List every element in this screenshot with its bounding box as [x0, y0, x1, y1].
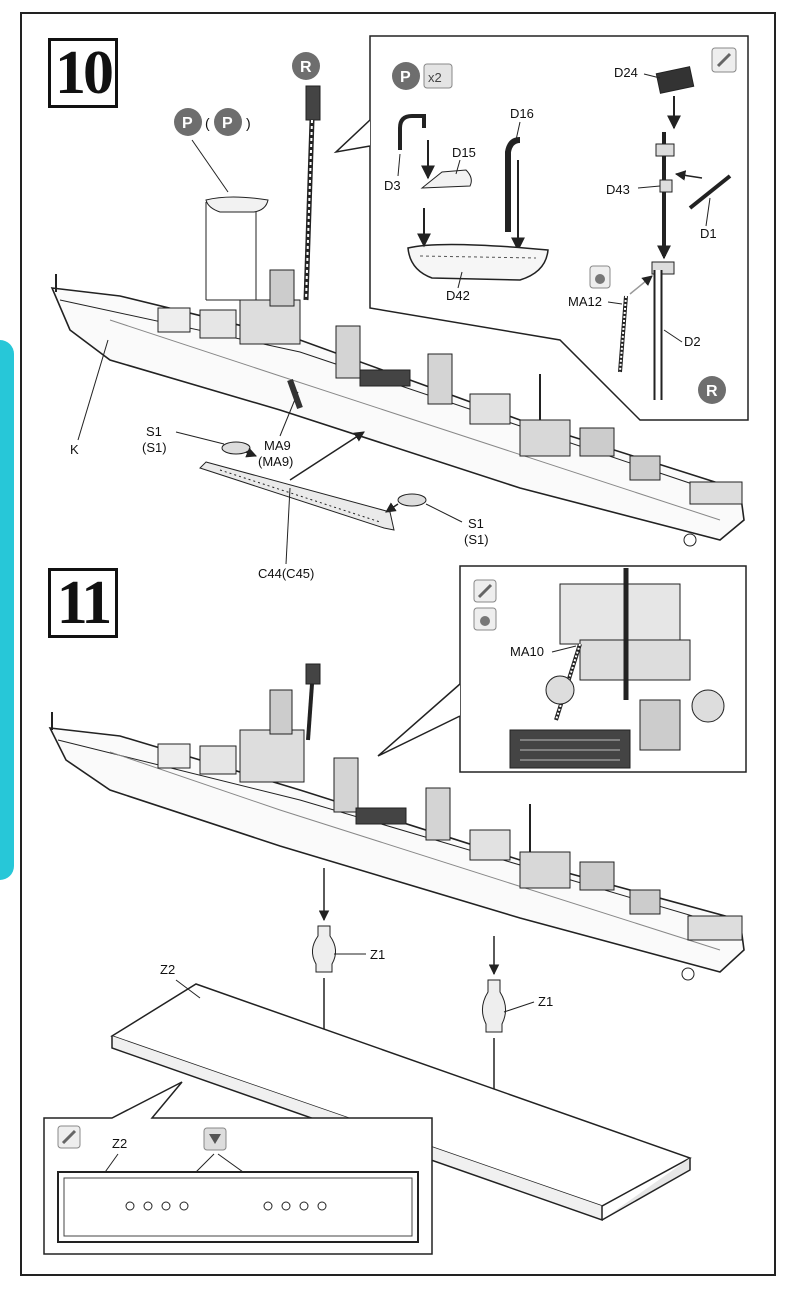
- stand-pedestal-z1-right: [482, 979, 506, 1033]
- paint-badge-icon: P: [392, 62, 420, 90]
- cyan-edge-tab: [0, 340, 14, 880]
- svg-text:R: R: [706, 383, 718, 400]
- ship-mast-step10: [303, 85, 321, 301]
- glue-icon: [589, 265, 611, 289]
- r-badge-icon-top: R: [292, 52, 320, 80]
- radar-part-d24: [655, 66, 695, 94]
- label-d3: D3: [384, 178, 401, 193]
- label-z1-right: Z1: [538, 994, 553, 1009]
- step10-inset-pointer: [333, 119, 371, 154]
- step-10-number: 10: [55, 39, 114, 107]
- keel-part-c44: [199, 461, 395, 531]
- step-10-number-box: 10: [48, 38, 118, 108]
- label-c44: C44(C45): [258, 566, 314, 581]
- mounting-holes: [125, 1201, 327, 1211]
- svg-text:x2: x2: [428, 70, 442, 85]
- base-inset-paint-brush-icon: [57, 1125, 81, 1149]
- label-d42: D42: [446, 288, 470, 303]
- inset-paint-brush-icon: [473, 579, 497, 603]
- svg-text:R: R: [300, 59, 312, 76]
- page-frame: [20, 12, 776, 1276]
- label-d1: D1: [700, 226, 717, 241]
- decal-icon: [203, 1127, 227, 1151]
- label-s1-left: S1: [146, 424, 162, 439]
- label-d16: D16: [510, 106, 534, 121]
- label-ma9-alt: (MA9): [258, 454, 293, 469]
- boat-hull-d42: [407, 243, 549, 281]
- step-11-number: 11: [56, 569, 113, 637]
- svg-text:P: P: [182, 115, 193, 132]
- funnel-fore: [335, 325, 361, 379]
- propeller-guard-s1-right: [397, 493, 427, 507]
- quantity-x2-icon: x2: [423, 63, 453, 89]
- ship-boat-step10: [205, 196, 269, 301]
- svg-text:): ): [246, 115, 251, 131]
- svg-text:P: P: [400, 69, 411, 86]
- label-k: K: [70, 442, 79, 457]
- base-top-view: [57, 1171, 419, 1243]
- label-d15: D15: [452, 145, 476, 160]
- stand-pedestal-z1-left: [312, 925, 336, 973]
- p-badge-icon: P: [174, 108, 202, 136]
- label-s1-right-alt: (S1): [464, 532, 489, 547]
- paint-brush-icon: [711, 47, 737, 73]
- funnel-aft: [427, 353, 453, 405]
- label-d24: D24: [614, 65, 638, 80]
- gun-turret-aft: [579, 427, 615, 457]
- label-s1-left-alt: (S1): [142, 440, 167, 455]
- label-d43: D43: [606, 182, 630, 197]
- yardarm-part-d1: [688, 174, 732, 210]
- label-d2: D2: [684, 334, 701, 349]
- ship-hull-step10: [50, 269, 745, 547]
- step10-detail-inset: [369, 35, 749, 421]
- r-badge-icon: R: [698, 376, 726, 404]
- davit-part-d3: [398, 114, 426, 150]
- ship-hull-step11: [48, 663, 745, 981]
- svg-text:(: (: [205, 115, 210, 131]
- label-s1-right: S1: [468, 516, 484, 531]
- ladder-part-ma12: [618, 295, 628, 373]
- svg-text:P: P: [222, 115, 233, 132]
- davit-part-d16: [505, 137, 521, 232]
- p-badge-alt-icon: P: [214, 108, 242, 136]
- label-z1-left: Z1: [370, 947, 385, 962]
- label-ma12: MA12: [568, 294, 602, 309]
- label-ma10: MA10: [510, 644, 544, 659]
- boat-canopy-d15: [420, 169, 472, 189]
- label-z2-inset: Z2: [112, 1136, 127, 1151]
- mast-fitting-d43: [659, 179, 673, 193]
- label-z2: Z2: [160, 962, 175, 977]
- step-11-number-box: 11: [48, 568, 118, 638]
- label-ma9: MA9: [264, 438, 291, 453]
- bridge-detail-drawing: [509, 568, 725, 769]
- propeller-guard-s1-left: [221, 441, 251, 455]
- step11-inset-pointer: [377, 683, 461, 757]
- inset-glue-icon: [473, 607, 497, 631]
